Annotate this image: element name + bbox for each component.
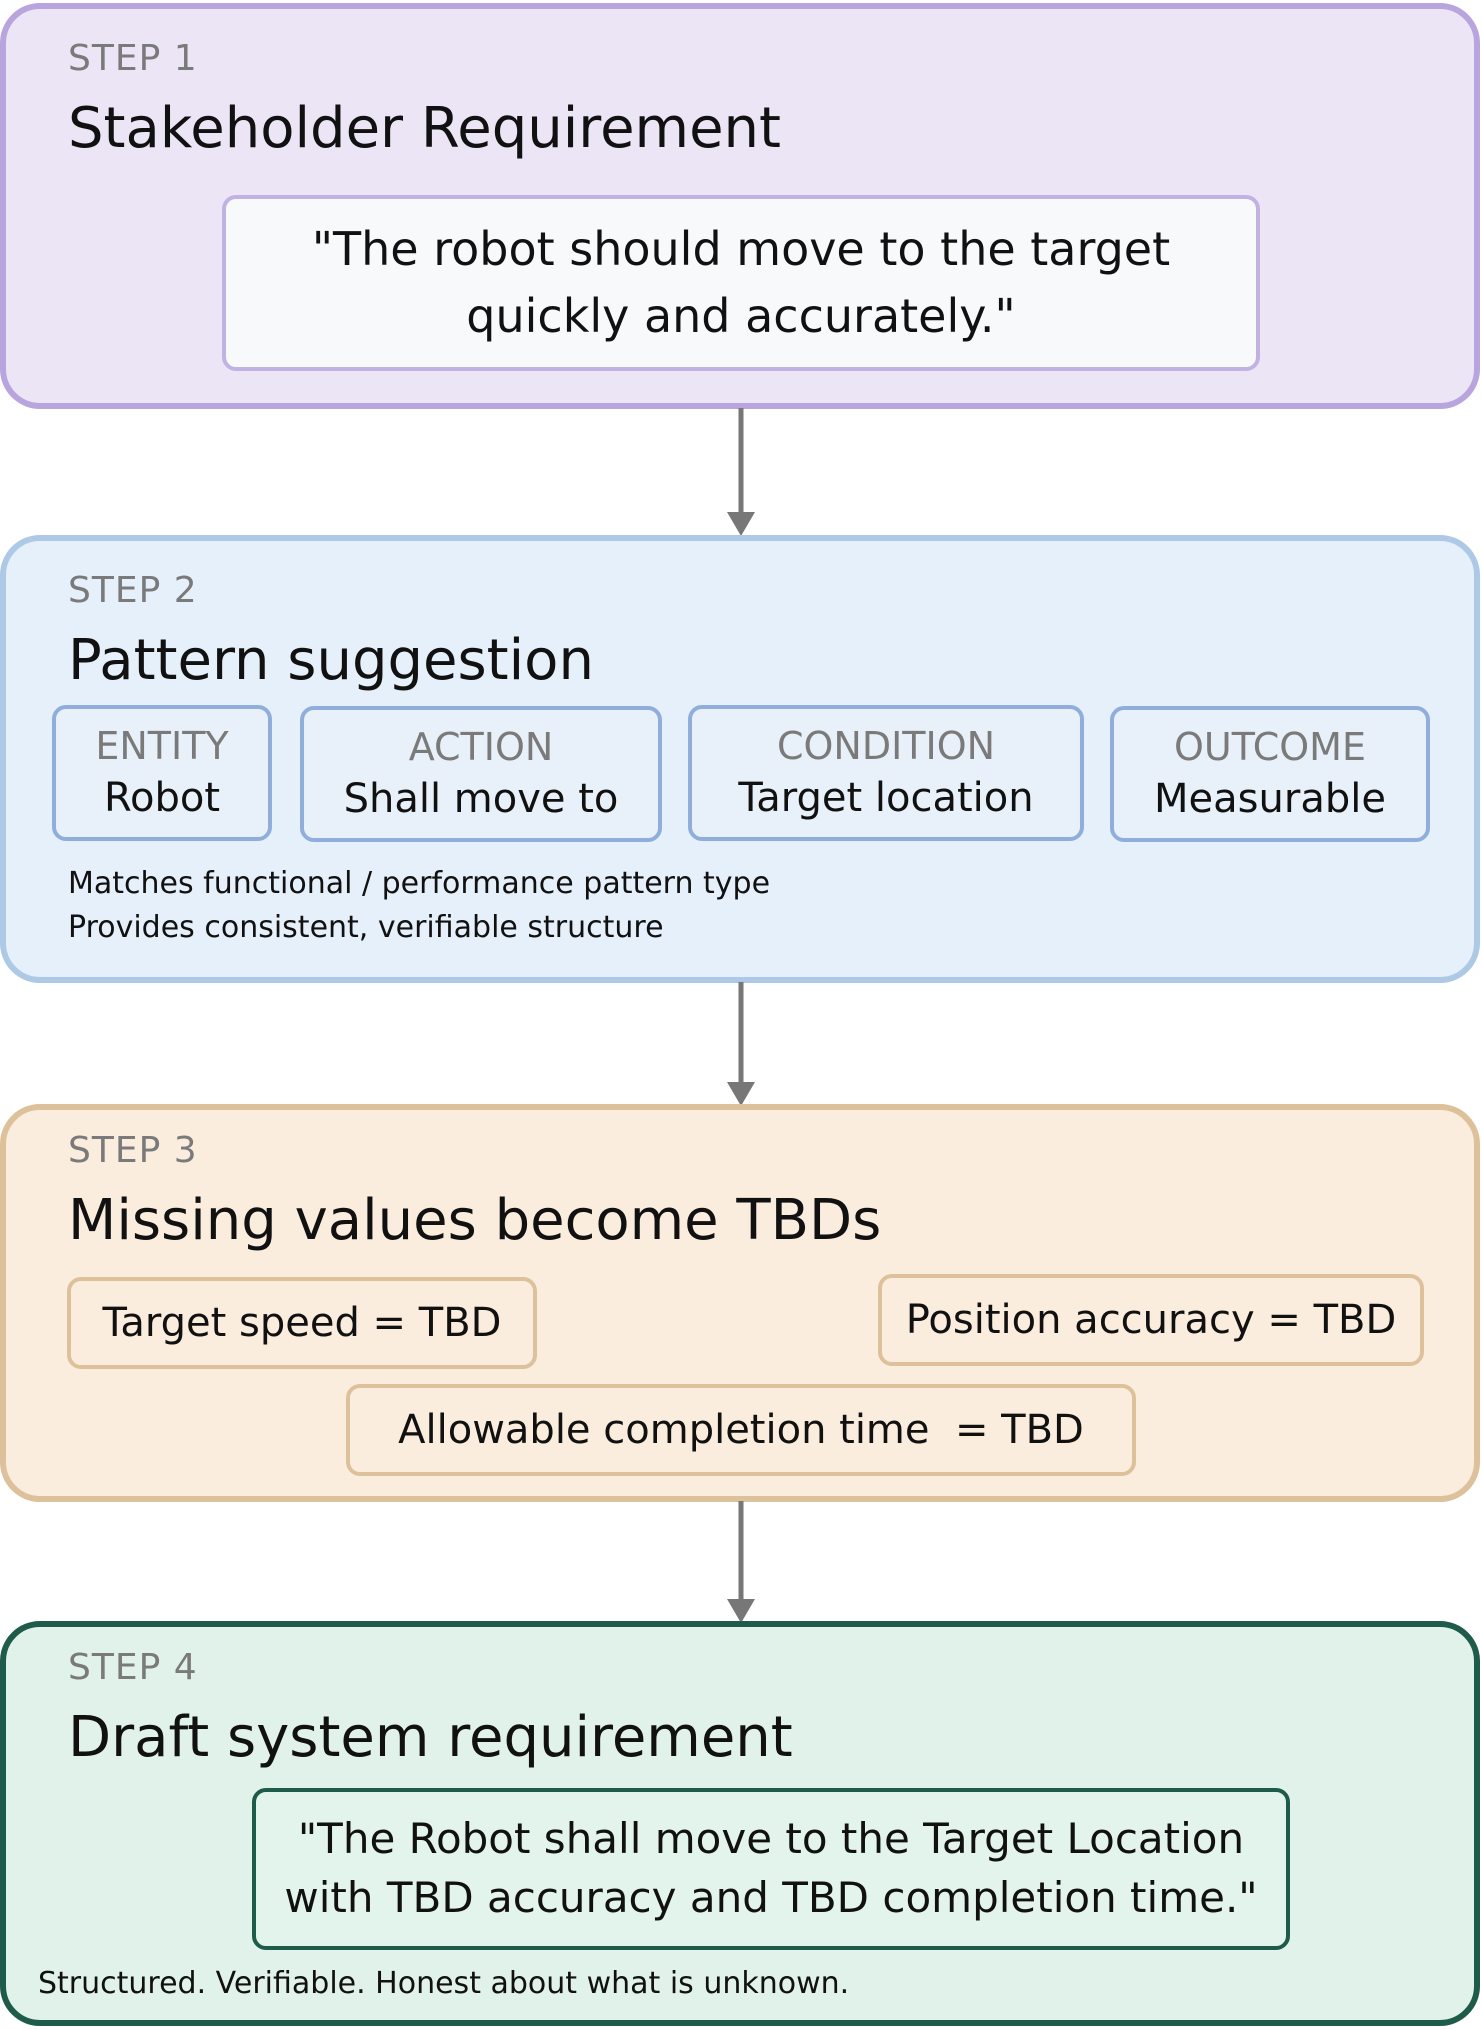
pattern-entity-value: Robot [103,774,220,821]
draft-footer: Structured. Verifiable. Honest about wha… [38,1966,850,2001]
step3-label: STEP 3 [68,1130,198,1171]
pattern-condition-head: CONDITION [776,724,996,769]
step2-title: Pattern suggestion [68,628,594,693]
pattern-action-value: Shall move to [343,775,619,822]
tbd-target-speed: Target speed = TBD [102,1300,502,1346]
pattern-outcome-head: OUTCOME [1174,725,1366,770]
pattern-condition-value: Target location [738,774,1034,821]
draft-quote-line1: "The Robot shall move to the Target Loca… [297,1814,1245,1864]
step2-label: STEP 2 [68,570,198,611]
pattern-outcome-value: Measurable [1154,775,1386,822]
tbd-position-accuracy-box: Position accuracy = TBD [878,1274,1424,1366]
pattern-outcome-box: OUTCOME Measurable [1110,706,1430,842]
tbd-position-accuracy: Position accuracy = TBD [905,1297,1397,1343]
pattern-note-line2: Provides consistent, verifiable structur… [68,910,664,945]
stakeholder-quote-line1: "The robot should move to the target [311,222,1171,277]
pattern-note-line1: Matches functional / performance pattern… [68,866,771,901]
tbd-target-speed-box: Target speed = TBD [67,1277,537,1369]
pattern-condition-box: CONDITION Target location [688,705,1084,841]
pattern-action-head: ACTION [408,725,554,770]
pattern-entity-box: ENTITY Robot [52,705,272,841]
step4-label: STEP 4 [68,1647,198,1688]
stakeholder-quote-box: "The robot should move to the target qui… [222,195,1260,371]
draft-requirement-box: "The Robot shall move to the Target Loca… [252,1788,1290,1950]
step4-title: Draft system requirement [68,1705,793,1770]
arrow-step1-to-step2 [727,408,755,536]
step1-label: STEP 1 [68,38,198,79]
draft-quote-line2: with TBD accuracy and TBD completion tim… [284,1873,1258,1922]
tbd-completion-time: Allowable completion time = TBD [398,1407,1084,1453]
arrow-step2-to-step3 [727,982,755,1106]
step1-title: Stakeholder Requirement [68,96,781,161]
tbd-completion-time-box: Allowable completion time = TBD [346,1384,1136,1476]
stakeholder-quote-line2: quickly and accurately." [466,289,1016,343]
arrow-step3-to-step4 [727,1501,755,1623]
pattern-entity-head: ENTITY [95,724,229,769]
pattern-action-box: ACTION Shall move to [300,706,662,842]
step3-title: Missing values become TBDs [68,1188,882,1253]
